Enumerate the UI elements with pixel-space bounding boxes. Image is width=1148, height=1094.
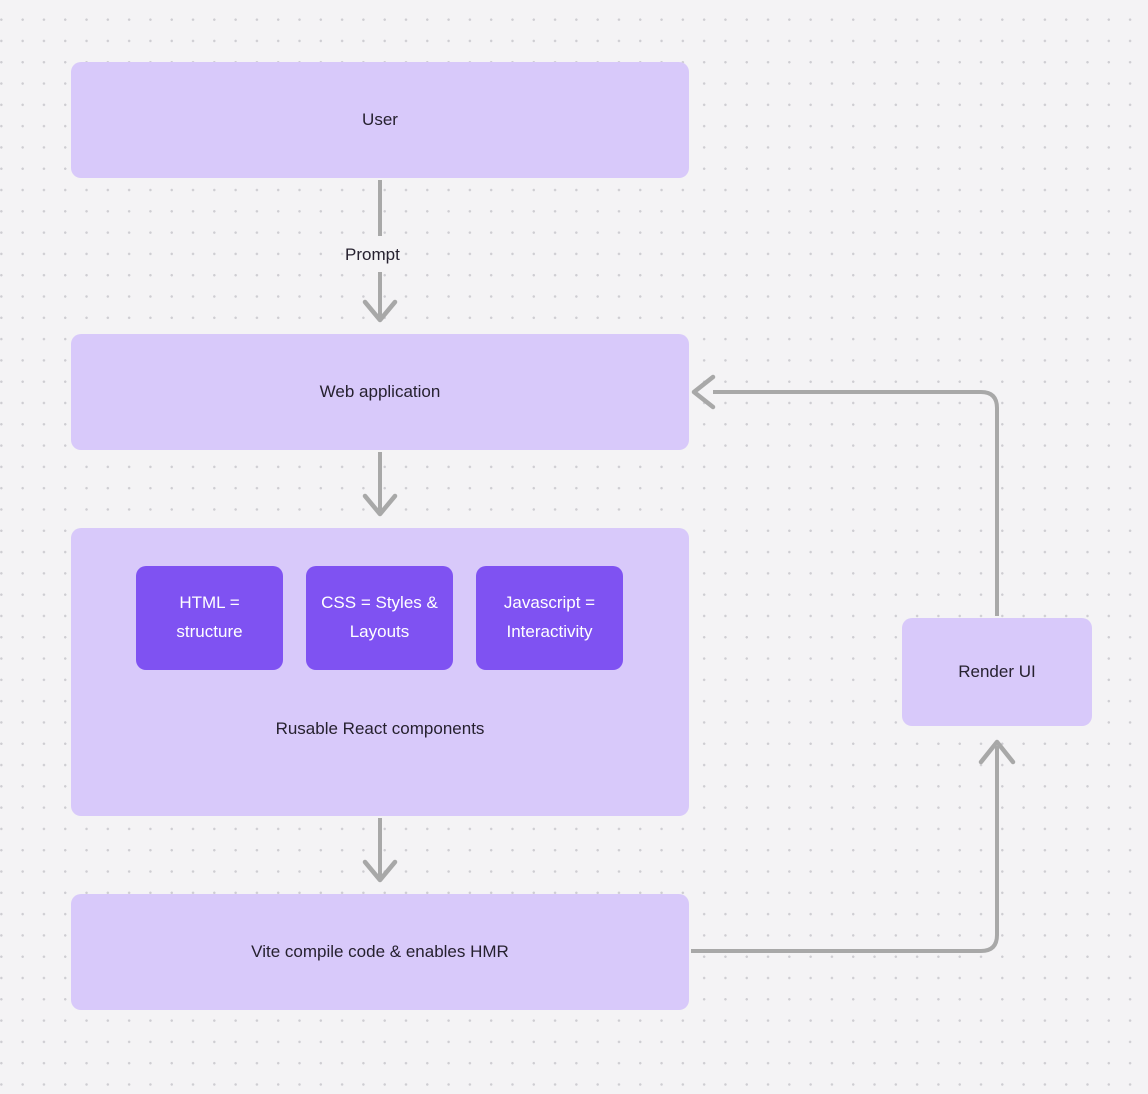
node-render-ui-label: Render UI xyxy=(958,661,1036,681)
node-web-application[interactable]: Web application xyxy=(71,334,689,450)
chip-html[interactable]: HTML = structure xyxy=(136,566,283,670)
node-user-label: User xyxy=(362,109,398,129)
chip-css-label: CSS = Styles & Layouts xyxy=(321,593,438,641)
node-user[interactable]: User xyxy=(71,62,689,178)
node-web-application-label: Web application xyxy=(319,381,441,401)
edge-components-to-vite xyxy=(362,818,398,883)
components-caption: Rusable React components xyxy=(275,719,485,738)
node-render-ui[interactable]: Render UI xyxy=(902,618,1092,726)
edge-label-prompt: Prompt xyxy=(345,245,400,264)
node-vite[interactable]: Vite compile code & enables HMR xyxy=(71,894,689,1010)
edge-render-to-webapp xyxy=(691,374,999,616)
chip-css[interactable]: CSS = Styles & Layouts xyxy=(306,566,453,670)
chip-html-label: HTML = structure xyxy=(176,593,243,641)
edge-webapp-to-components xyxy=(362,452,398,517)
node-components[interactable]: HTML = structure CSS = Styles & Layouts … xyxy=(71,528,689,816)
edge-vite-to-render xyxy=(691,739,1016,953)
node-vite-label: Vite compile code & enables HMR xyxy=(251,941,509,961)
chip-javascript[interactable]: Javascript = Interactivity xyxy=(476,566,623,670)
chip-javascript-label: Javascript = Interactivity xyxy=(503,593,596,641)
